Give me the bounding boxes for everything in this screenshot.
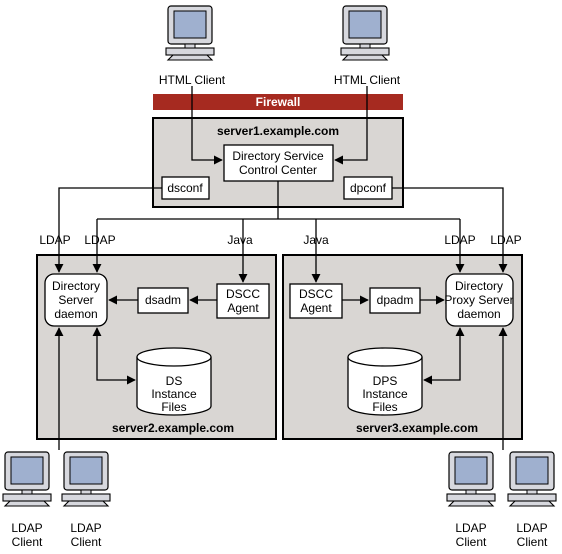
dps-files-line3: Files <box>372 400 397 414</box>
dpconf-ldap-arrow <box>392 187 508 273</box>
html-client-right: HTML Client <box>334 5 401 87</box>
ldap-label: LDAP <box>490 233 521 247</box>
ds-agent-line1: DSCC <box>226 287 260 301</box>
ldap-client-line1: LDAP <box>70 521 101 535</box>
ds-daemon-line1: Directory <box>52 279 100 293</box>
dscc-box: Directory Service Control Center <box>223 144 334 182</box>
dscc-label-line2: Control Center <box>239 163 317 177</box>
ds-daemon-files-arrow <box>92 327 136 385</box>
dps-daemon-line2: Proxy Server <box>444 293 513 307</box>
dps-dscc-agent-box: DSCC Agent <box>289 283 343 319</box>
computer-icon <box>165 5 215 61</box>
java-label: Java <box>303 233 329 247</box>
dps-agent-line2: Agent <box>300 301 332 315</box>
protocol-labels: LDAP LDAP Java Java LDAP LDAP <box>39 233 521 247</box>
ds-files-line3: Files <box>161 400 186 414</box>
dsconf-label: dsconf <box>167 181 203 195</box>
ds-daemon-line2: Server <box>58 293 93 307</box>
server1-title: server1.example.com <box>217 124 339 138</box>
dsadm-label: dsadm <box>145 293 181 307</box>
computer-icon <box>340 5 390 61</box>
computer-icon <box>446 451 496 507</box>
dsconf-box: dsconf <box>161 176 210 200</box>
server3-title: server3.example.com <box>356 421 478 435</box>
ds-files-line2: Instance <box>151 387 197 401</box>
ldap-client-line2: Client <box>456 535 487 549</box>
html-left-to-dscc-arrow <box>191 86 223 165</box>
html-right-to-dscc-arrow <box>334 86 368 165</box>
computer-icon <box>2 451 52 507</box>
firewall: Firewall <box>153 94 403 110</box>
ldap-label: LDAP <box>39 233 70 247</box>
dps-daemon-box: Directory Proxy Server daemon <box>444 273 514 327</box>
ds-instance-files: DS Instance Files <box>136 347 212 416</box>
ds-files-line1: DS <box>166 374 183 388</box>
dps-instance-files: DPS Instance Files <box>347 347 423 416</box>
ldap-client-line2: Client <box>12 535 43 549</box>
ldap-client-4: LDAP Client <box>507 451 557 549</box>
firewall-bar <box>153 94 403 110</box>
dscc-label-line1: Directory Service <box>232 149 324 163</box>
ldap-client-line2: Client <box>517 535 548 549</box>
connectors <box>54 86 508 450</box>
dps-daemon-files-arrow <box>423 327 465 385</box>
ldap-client-line1: LDAP <box>11 521 42 535</box>
ldap-client-2: LDAP Client <box>61 451 111 549</box>
dps-files-line2: Instance <box>362 387 408 401</box>
firewall-label: Firewall <box>256 95 301 109</box>
dps-daemon-line1: Directory <box>455 279 503 293</box>
dps-files-line1: DPS <box>373 374 398 388</box>
server2-title: server2.example.com <box>112 421 234 435</box>
dps-daemon-line3: daemon <box>457 307 500 321</box>
dpconf-box: dpconf <box>343 176 393 200</box>
ds-dscc-agent-box: DSCC Agent <box>216 283 270 319</box>
dps-agent-line1: DSCC <box>299 287 333 301</box>
ldap-client-line2: Client <box>71 535 102 549</box>
html-client-label: HTML Client <box>334 73 401 87</box>
dsconf-ldap-arrow <box>54 187 162 273</box>
ds-daemon-line3: daemon <box>54 307 97 321</box>
dsadm-box: dsadm <box>137 287 189 314</box>
computer-icon <box>507 451 557 507</box>
ldap-client-line1: LDAP <box>455 521 486 535</box>
dpconf-label: dpconf <box>350 181 387 195</box>
ldap-client-1: LDAP Client <box>2 451 52 549</box>
java-label: Java <box>227 233 253 247</box>
dpadm-box: dpadm <box>369 287 421 314</box>
ldap-label: LDAP <box>84 233 115 247</box>
ldap-label: LDAP <box>444 233 475 247</box>
ds-daemon-box: Directory Server daemon <box>44 273 108 327</box>
ldap-client-line1: LDAP <box>516 521 547 535</box>
ldap-client-3: LDAP Client <box>446 451 496 549</box>
html-client-left: HTML Client <box>159 5 226 87</box>
dpadm-label: dpadm <box>377 293 414 307</box>
html-client-label: HTML Client <box>159 73 226 87</box>
computer-icon <box>61 451 111 507</box>
ds-agent-line2: Agent <box>227 301 259 315</box>
